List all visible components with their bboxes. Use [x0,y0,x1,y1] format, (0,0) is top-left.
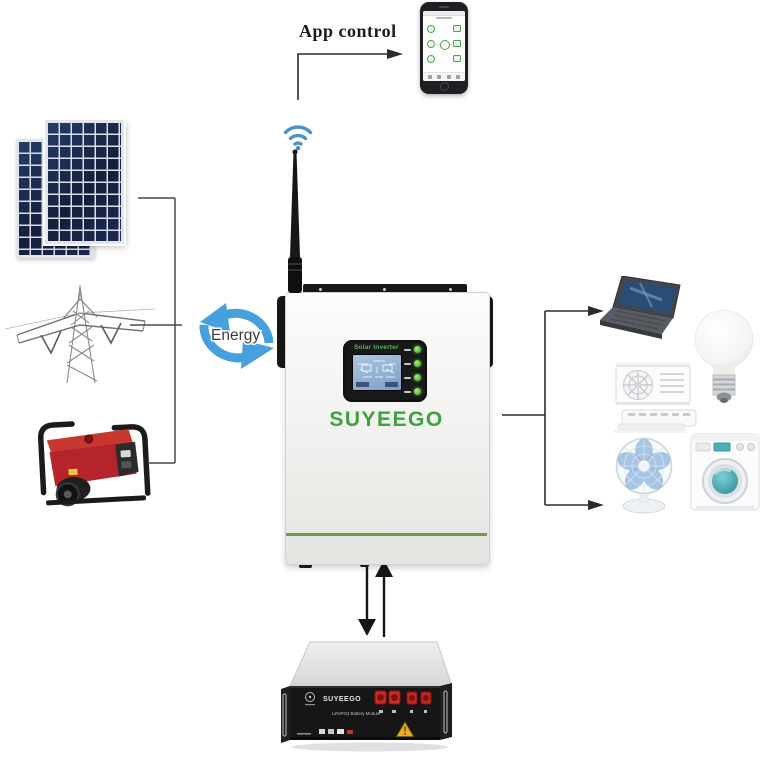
battery-brand-logo: SUYEEGO [323,696,361,703]
generator-icon [38,421,151,507]
inverter-brand-logo: SUYEEGO [329,408,444,431]
laptop-icon [600,276,681,339]
battery-model-text: LiFePO4 Battery Module [332,711,381,716]
wifi-icon [283,125,313,151]
app-control-arrow [297,49,403,100]
led-indicator [404,388,421,395]
energy-label: Energy [211,327,260,344]
battery-flow-arrows [358,559,393,637]
source-connector-lines [130,197,182,464]
led-indicator [404,346,421,353]
energy-cycle-icon: Energy [199,303,274,369]
inverter-lcd-screen [352,354,402,391]
washing-machine-icon [690,433,760,511]
led-indicator [404,360,421,367]
air-conditioner-icon [614,363,697,433]
solar-panel-front [45,120,124,244]
battery-icon: SUYEEGO LiFePO4 Battery Module [281,641,453,752]
power-tower-icon [5,285,155,384]
phone-home-button [440,82,449,91]
app-control-label: App control [299,21,397,41]
phone-screen [423,11,465,81]
fan-icon [615,437,673,514]
inverter-control-panel: Solar Inverter [343,340,427,402]
led-indicator [404,374,421,381]
inverter-unit [285,292,490,565]
antenna-icon [288,149,302,293]
battery-status-indicators [297,729,353,735]
phone-speaker [439,6,449,8]
inverter-accent-line [286,533,487,536]
battery-terminals [374,690,432,705]
light-bulb-icon [694,309,754,403]
mounting-bracket [303,284,467,295]
phone-app-icon [420,2,468,94]
inverter-screen-title: Solar Inverter [354,344,399,351]
load-connector-lines [502,306,604,510]
